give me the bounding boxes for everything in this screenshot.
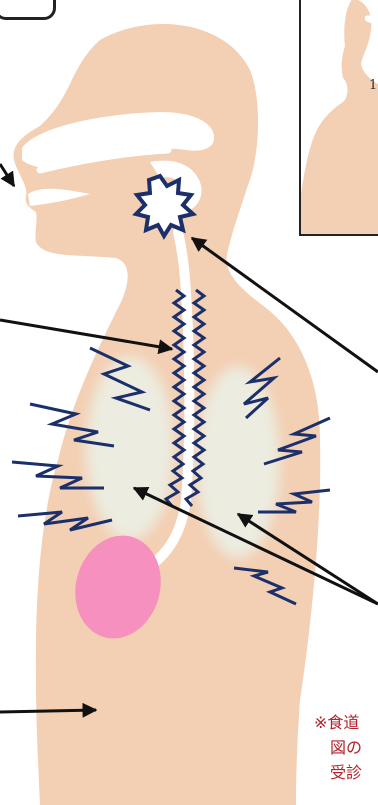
- arrow-to-mouth: [0, 164, 14, 186]
- note-line-1: ※食道: [314, 710, 378, 735]
- note-line-2: 図の: [314, 735, 378, 760]
- inset-label-number: 1: [369, 78, 377, 93]
- arrow-to-abdomen: [0, 710, 96, 712]
- warning-note: ※食道 図の 受診: [314, 710, 378, 785]
- inset-silhouette: [301, 0, 378, 234]
- top-left-label-box: [0, 0, 56, 20]
- left-lung: [86, 356, 174, 540]
- note-line-3: 受診: [314, 760, 378, 785]
- inset-body-silhouette: [301, 0, 378, 234]
- inset-figure: [299, 0, 378, 236]
